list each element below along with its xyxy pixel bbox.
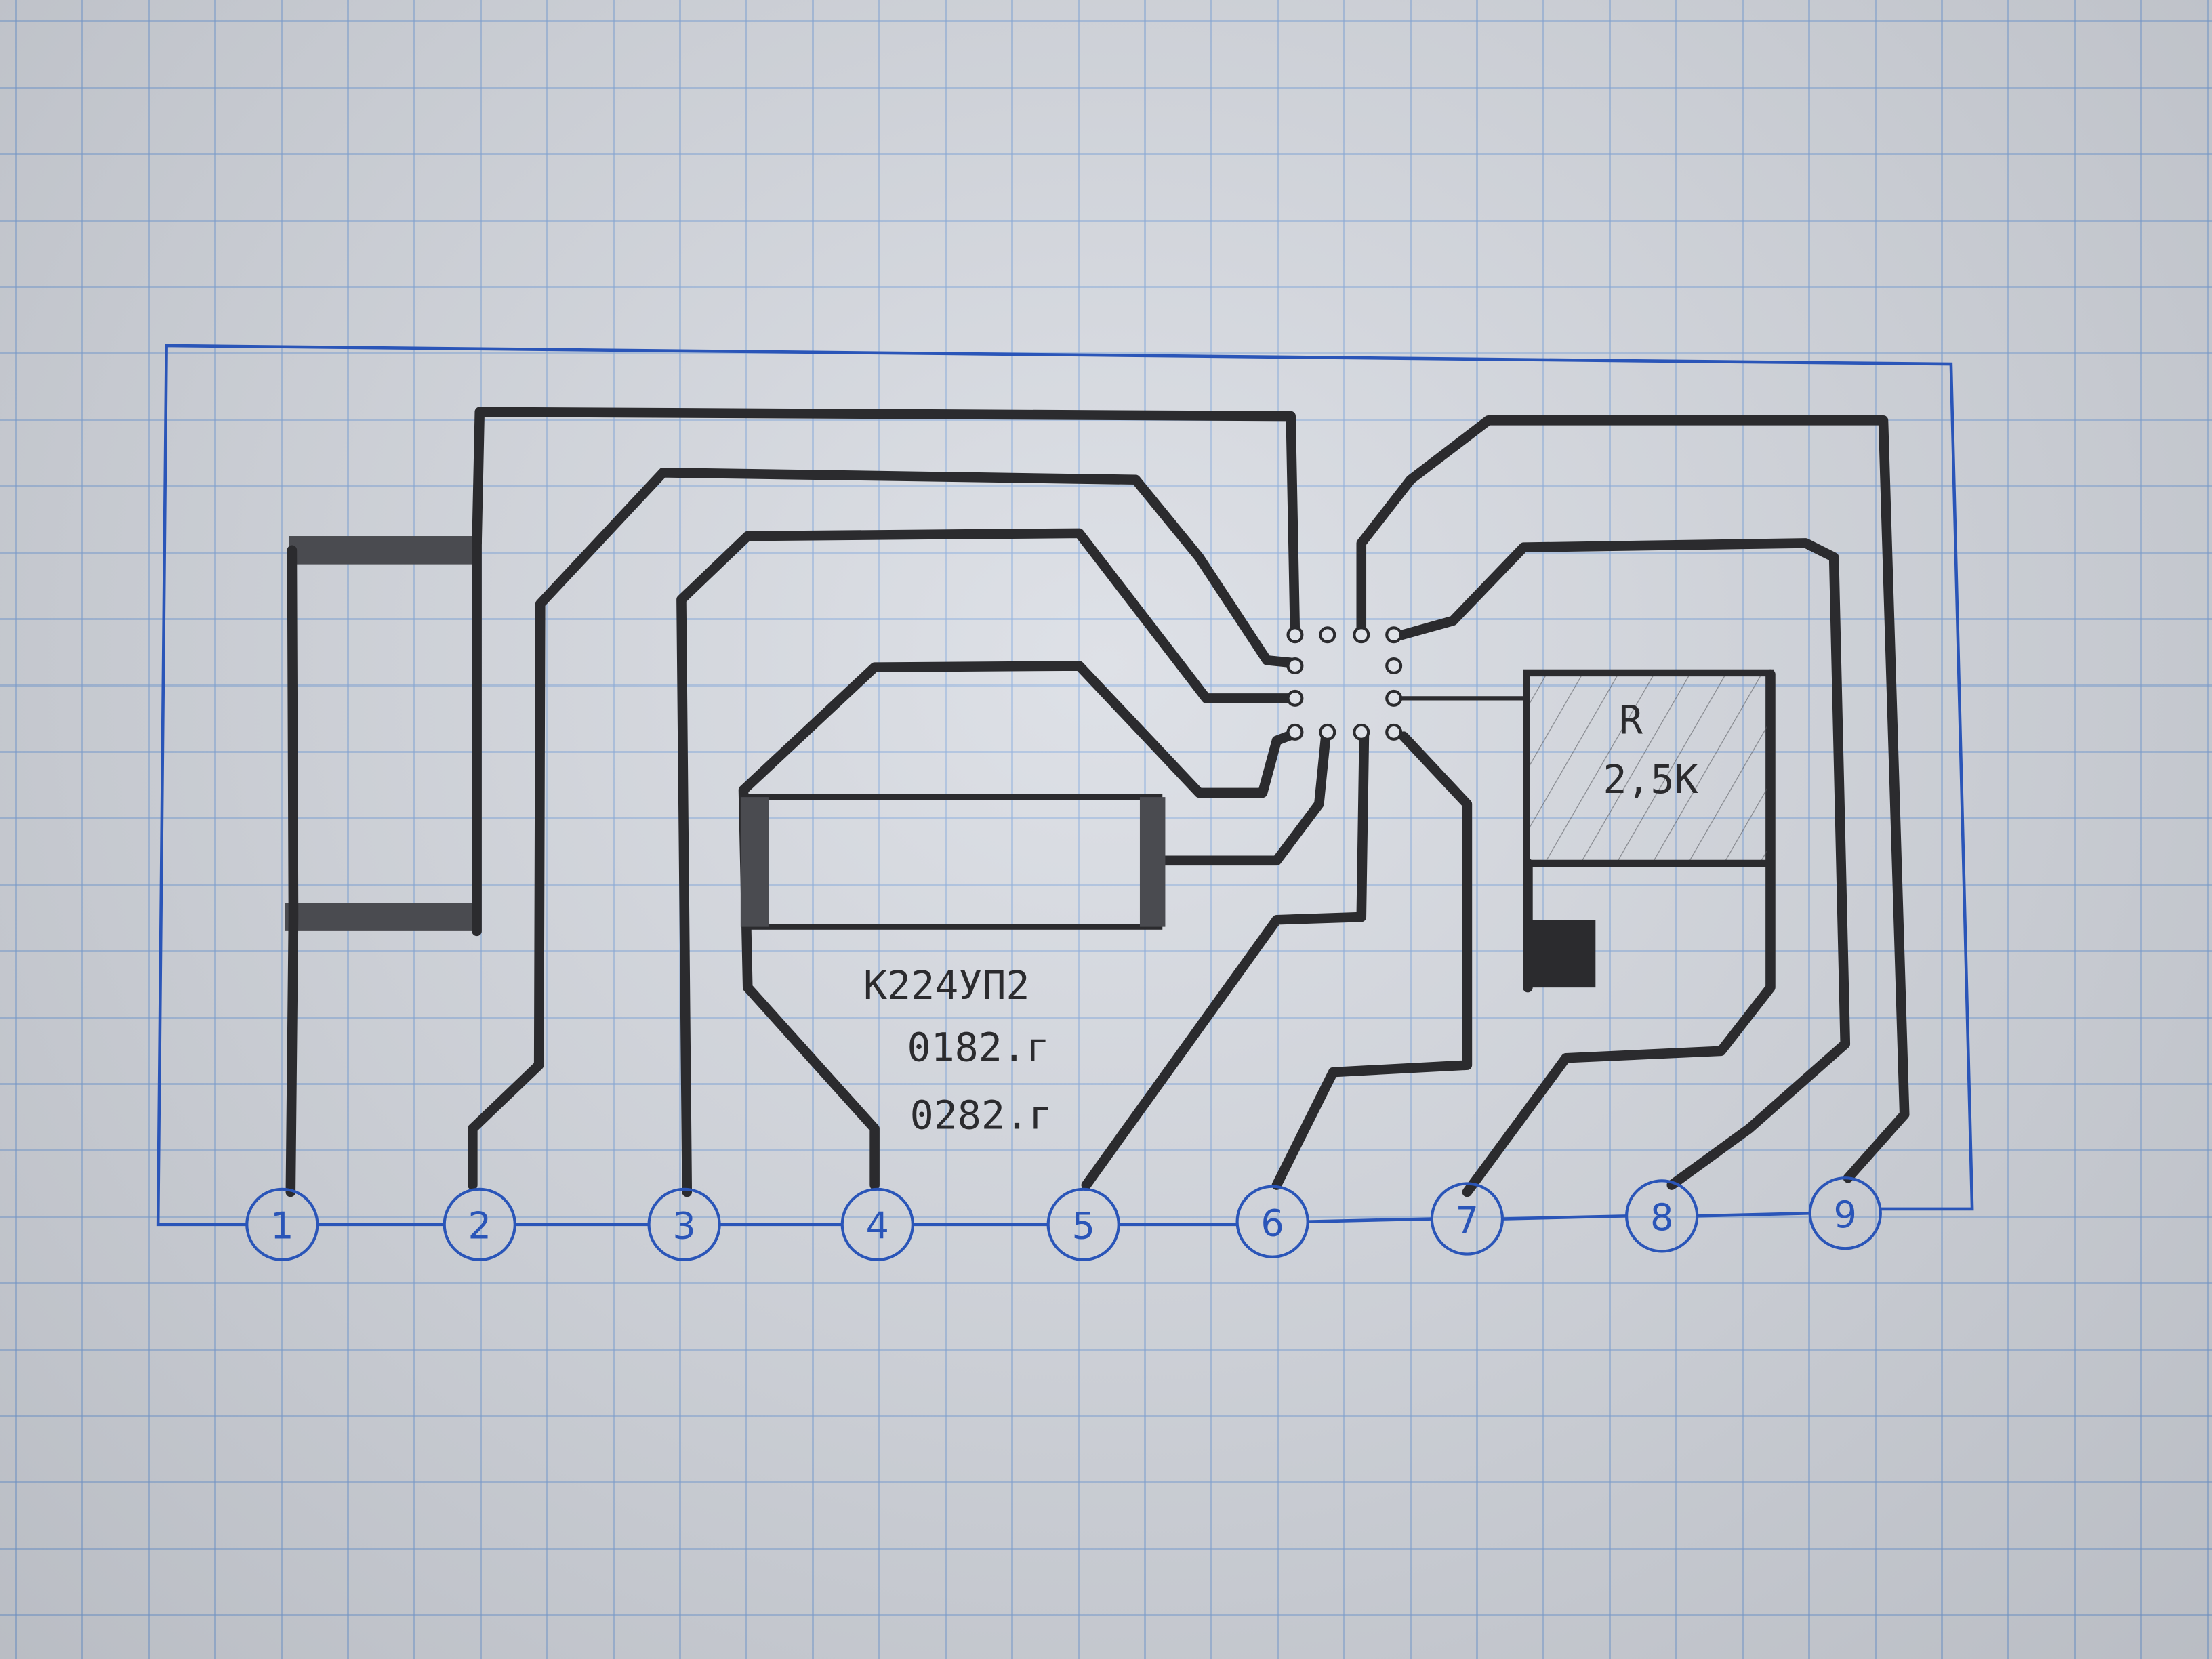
traces — [468, 407, 1910, 1197]
pin-1: 1 — [245, 1187, 319, 1261]
pin-8: 8 — [1625, 1179, 1699, 1253]
pin-label: 6 — [1261, 1202, 1284, 1245]
pin-label: 1 — [270, 1205, 293, 1248]
trace-pin-6 — [1271, 731, 1473, 1190]
trace-pin-9 — [1356, 415, 1910, 1183]
capacitor-left — [285, 531, 482, 1197]
trace-pin-7 — [1462, 669, 1776, 1197]
ic-pads — [1286, 626, 1403, 741]
chip-date-1: 0182.г — [907, 1024, 1049, 1070]
trace-pin-3 — [676, 528, 1300, 1197]
pin-label: 7 — [1456, 1199, 1479, 1242]
trace-pin-2 — [468, 468, 1300, 1190]
pin-label: 9 — [1834, 1193, 1857, 1236]
pin-6: 6 — [1235, 1185, 1309, 1258]
trace-rect-right — [1159, 729, 1332, 866]
pin-label: 2 — [468, 1205, 491, 1248]
chip-annotation: К224УП2 0182.г 0282.г — [863, 962, 1052, 1139]
pin-label: 3 — [672, 1205, 695, 1248]
pin-7: 7 — [1430, 1182, 1504, 1256]
pin-3: 3 — [647, 1187, 721, 1261]
pin-5: 5 — [1046, 1187, 1120, 1261]
trace-top-c — [472, 407, 1300, 640]
trace-pin-8 — [1397, 538, 1851, 1190]
pin-connectors: 1 2 3 4 5 6 7 8 9 — [245, 1176, 1882, 1261]
resistor-label: R — [1619, 697, 1643, 743]
chip-body — [740, 794, 1166, 930]
trace-pin-5 — [1081, 729, 1370, 1190]
pin-2: 2 — [443, 1187, 516, 1261]
pin-label: 5 — [1071, 1205, 1094, 1248]
pin-label: 8 — [1650, 1196, 1673, 1239]
pin-9: 9 — [1808, 1176, 1882, 1250]
chip-part-number: К224УП2 — [863, 962, 1030, 1008]
pin-label: 4 — [866, 1205, 889, 1248]
chip-date-2: 0282.г — [910, 1092, 1052, 1138]
board-outline — [156, 344, 1974, 1227]
trace-pin-4 — [738, 661, 1300, 1190]
resistor-value: 2,5K — [1603, 756, 1698, 802]
resistor: R 2,5K — [1523, 669, 1774, 993]
pin-4: 4 — [840, 1187, 914, 1261]
